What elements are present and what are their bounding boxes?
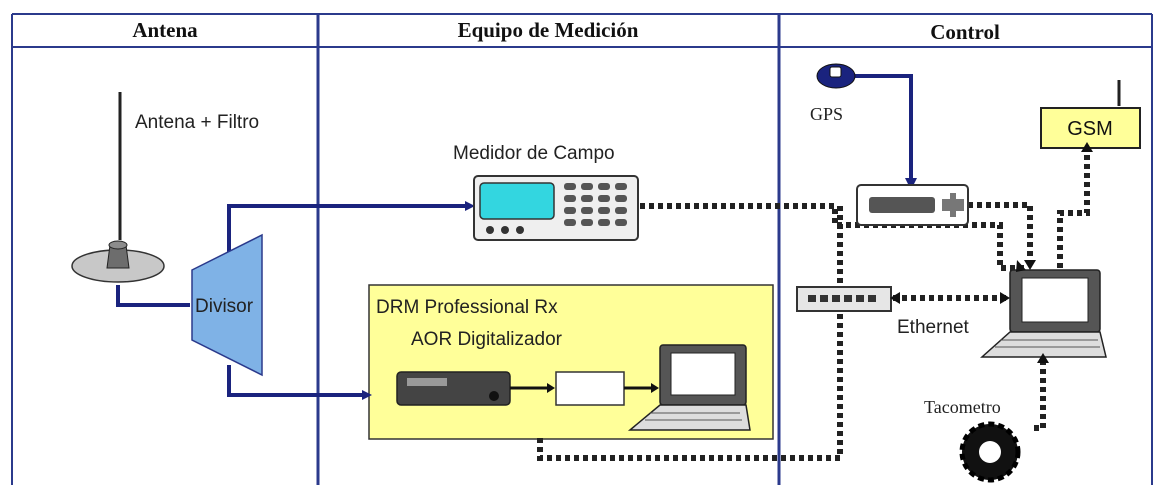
antenna-icon	[71, 92, 165, 283]
link-arrowheads	[890, 142, 1093, 363]
field-meter-label: Medidor de Campo	[453, 143, 615, 164]
data-links	[537, 150, 1090, 461]
gsm-modem-box	[1040, 107, 1141, 149]
tachometer-icon	[959, 421, 1021, 483]
gsm-label: GSM	[1067, 118, 1113, 140]
laptop-icon-drm	[627, 344, 751, 431]
receiver-unit-icon	[396, 371, 511, 406]
column-frame	[11, 13, 1153, 485]
receiver-to-digitizer-arrow	[547, 383, 555, 393]
digitizer-unit-icon	[555, 371, 625, 406]
splitter-shape	[191, 233, 263, 377]
digitizer-label: AOR Digitalizador	[411, 329, 563, 350]
field-meter-icon	[473, 175, 639, 241]
antenna-filter-label: Antena + Filtro	[135, 112, 259, 133]
gps-receiver-icon	[856, 184, 969, 226]
laptop-icon-control	[980, 269, 1107, 358]
column-header-antenna: Antena	[132, 18, 198, 42]
digitizer-to-laptop-arrow	[651, 383, 659, 393]
gps-label: GPS	[810, 104, 843, 124]
column-header-measurement: Equipo de Medición	[458, 18, 639, 42]
signal-lines	[116, 74, 917, 400]
drm-receiver-label: DRM Professional Rx	[376, 297, 558, 318]
gps-antenna-icon	[816, 63, 856, 89]
ethernet-label: Ethernet	[897, 317, 970, 338]
ethernet-switch-icon	[796, 286, 892, 312]
tachometer-label: Tacometro	[924, 397, 1001, 417]
column-header-control: Control	[930, 20, 1000, 44]
splitter-label: Divisor	[195, 296, 254, 317]
